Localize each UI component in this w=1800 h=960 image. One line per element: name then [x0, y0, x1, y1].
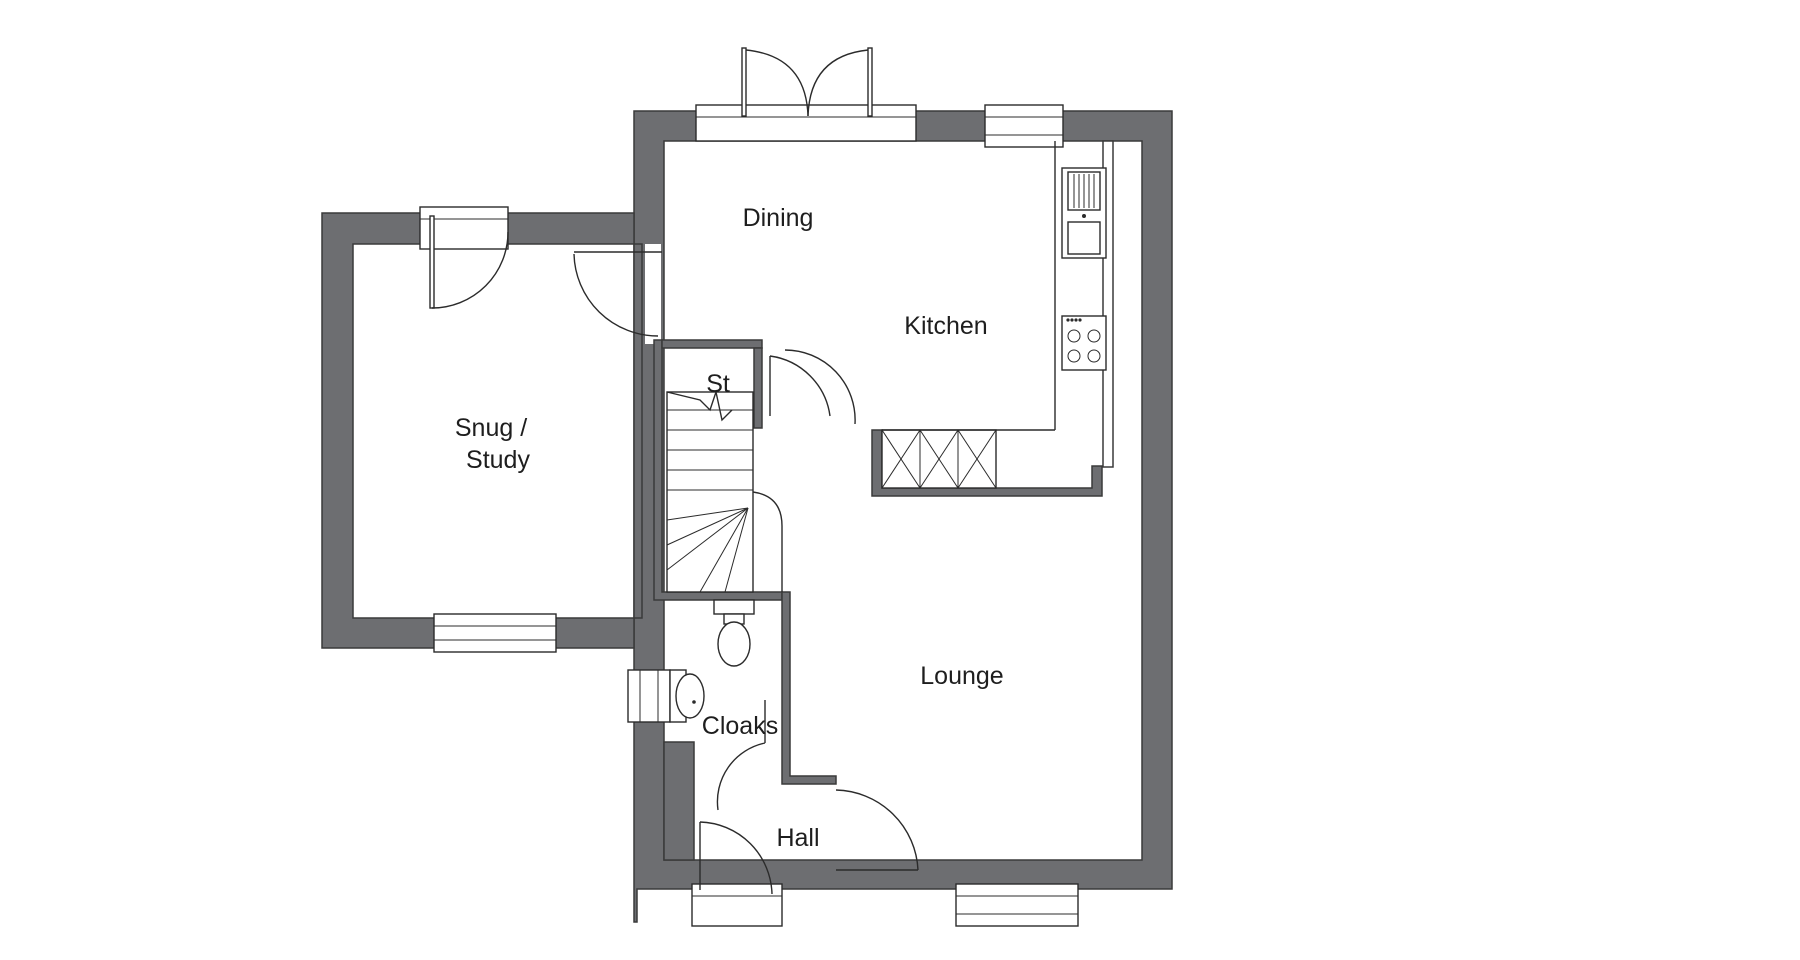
door-swing-icon	[699, 821, 773, 895]
main-exterior-wall	[633, 110, 1173, 923]
room-label-kitchen: Kitchen	[904, 312, 987, 340]
room-label-store: St	[706, 370, 730, 398]
doors	[429, 215, 919, 895]
sink-icon	[1061, 167, 1107, 259]
door-swing-icon	[769, 349, 856, 425]
kitchen-fittings	[881, 141, 1107, 489]
cupboard-icon	[881, 429, 997, 489]
room-label-lounge: Lounge	[920, 662, 1003, 690]
room-label-study: Study	[466, 446, 530, 474]
french-doors-icon	[695, 47, 917, 142]
window-icon	[691, 883, 783, 927]
basin-icon	[669, 669, 705, 723]
room-labels: Dining Kitchen Snug / Study St Lounge Cl…	[455, 204, 1004, 852]
window-icon	[984, 104, 1064, 148]
door-swing-icon	[573, 251, 662, 337]
toilet-icon	[713, 599, 755, 667]
hob-icon	[1061, 315, 1107, 371]
snug-exterior-wall	[321, 212, 643, 649]
windows	[419, 104, 1079, 927]
room-label-dining: Dining	[743, 204, 814, 232]
store-side-wall	[753, 347, 763, 429]
room-label-snug: Snug /	[455, 414, 527, 442]
internal-walls	[653, 140, 1114, 861]
hall-left-wall	[663, 741, 695, 861]
kitchen-worktop-wall	[1102, 140, 1114, 468]
snug-opening	[645, 244, 661, 344]
window-icon	[955, 883, 1079, 927]
cloaks-wall	[781, 591, 837, 785]
door-swing-icon	[716, 700, 766, 811]
window-icon	[627, 669, 671, 723]
door-swing-icon	[835, 789, 919, 871]
staircase-icon	[666, 389, 783, 593]
window-icon	[433, 613, 557, 653]
exterior-walls	[321, 110, 1173, 923]
room-label-cloaks: Cloaks	[702, 712, 778, 740]
room-label-hall: Hall	[776, 824, 819, 852]
cloaks-fittings	[669, 599, 755, 723]
door-swing-icon	[429, 215, 509, 309]
store-wall	[661, 339, 763, 349]
